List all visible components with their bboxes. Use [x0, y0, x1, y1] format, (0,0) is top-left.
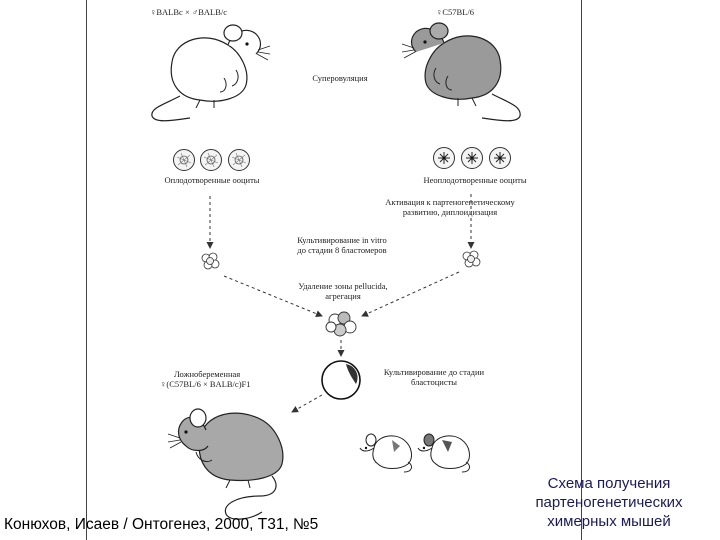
slide-title-line2: партеногенетических [535, 494, 683, 511]
culture-in-vitro-line2: до стадии 8 бластомеров [297, 244, 387, 255]
superovulation-label: Суперовуляция [312, 73, 368, 83]
offspring-mouse-1-icon [359, 433, 412, 473]
fertilized-oocytes-icon [173, 149, 250, 171]
zona-removal-line2: агрегация [325, 290, 361, 301]
activation-label-line2: развитию, диплоидизация [402, 206, 498, 217]
activation-label: Активация к партеногенетическому развити… [365, 197, 535, 218]
pseudopregnant-line2: ♀(C57BL/6 × BALB/c)F1 [160, 378, 251, 389]
mouse-balbc-icon [151, 24, 271, 122]
pseudopregnant-line1: Ложнобеременная [174, 369, 241, 379]
blastocyst-icon [321, 360, 361, 400]
slide-title-line1: Схема получения [547, 475, 671, 492]
embryo-right-icon [462, 250, 481, 268]
slide-title-line3: химерных мышей [547, 513, 671, 530]
slide-title: Схема получения партеногенетических химе… [500, 474, 718, 531]
pseudopregnant-label: Ложнобеременная ♀(C57BL/6 × BALB/c)F1 [160, 369, 251, 390]
unfertilized-oocytes-label: Неоплодотворенные ооциты [423, 175, 527, 185]
embryo-left-icon [201, 252, 220, 270]
diagram-frame [86, 0, 582, 540]
mouse-c57bl6-icon [401, 22, 521, 122]
activation-label-line1: Активация к партеногенетическому [385, 197, 515, 207]
zona-removal-line1: Удаление зоны pellucida, [298, 281, 388, 291]
fertilized-oocytes-label: Оплодотворенные ооциты [164, 175, 260, 185]
culture-in-vitro-label: Культивирование in vitro до стадии 8 бла… [282, 235, 402, 256]
culture-in-vitro-line1: Культивирование in vitro [297, 235, 387, 245]
right-strain-label: ♀C57BL/6 [436, 7, 475, 17]
unfertilized-oocytes-icon [433, 147, 511, 169]
zona-removal-label: Удаление зоны pellucida, агрегация [282, 281, 404, 302]
culture-blastocyst-label: Культивирование до стадии бластоцисты [372, 367, 496, 388]
mouse-pseudopregnant-icon [167, 408, 284, 520]
offspring-mouse-2-icon [417, 433, 470, 473]
culture-blastocyst-line1: Культивирование до стадии [383, 367, 485, 377]
source-credit: Конюхов, Исаев / Онтогенез, 2000, Т31, №… [4, 516, 319, 533]
left-cross-label: ♀BALBc × ♂BALB/c [150, 7, 228, 17]
culture-blastocyst-line2: бластоцисты [410, 376, 458, 387]
aggregate-icon [325, 311, 357, 337]
